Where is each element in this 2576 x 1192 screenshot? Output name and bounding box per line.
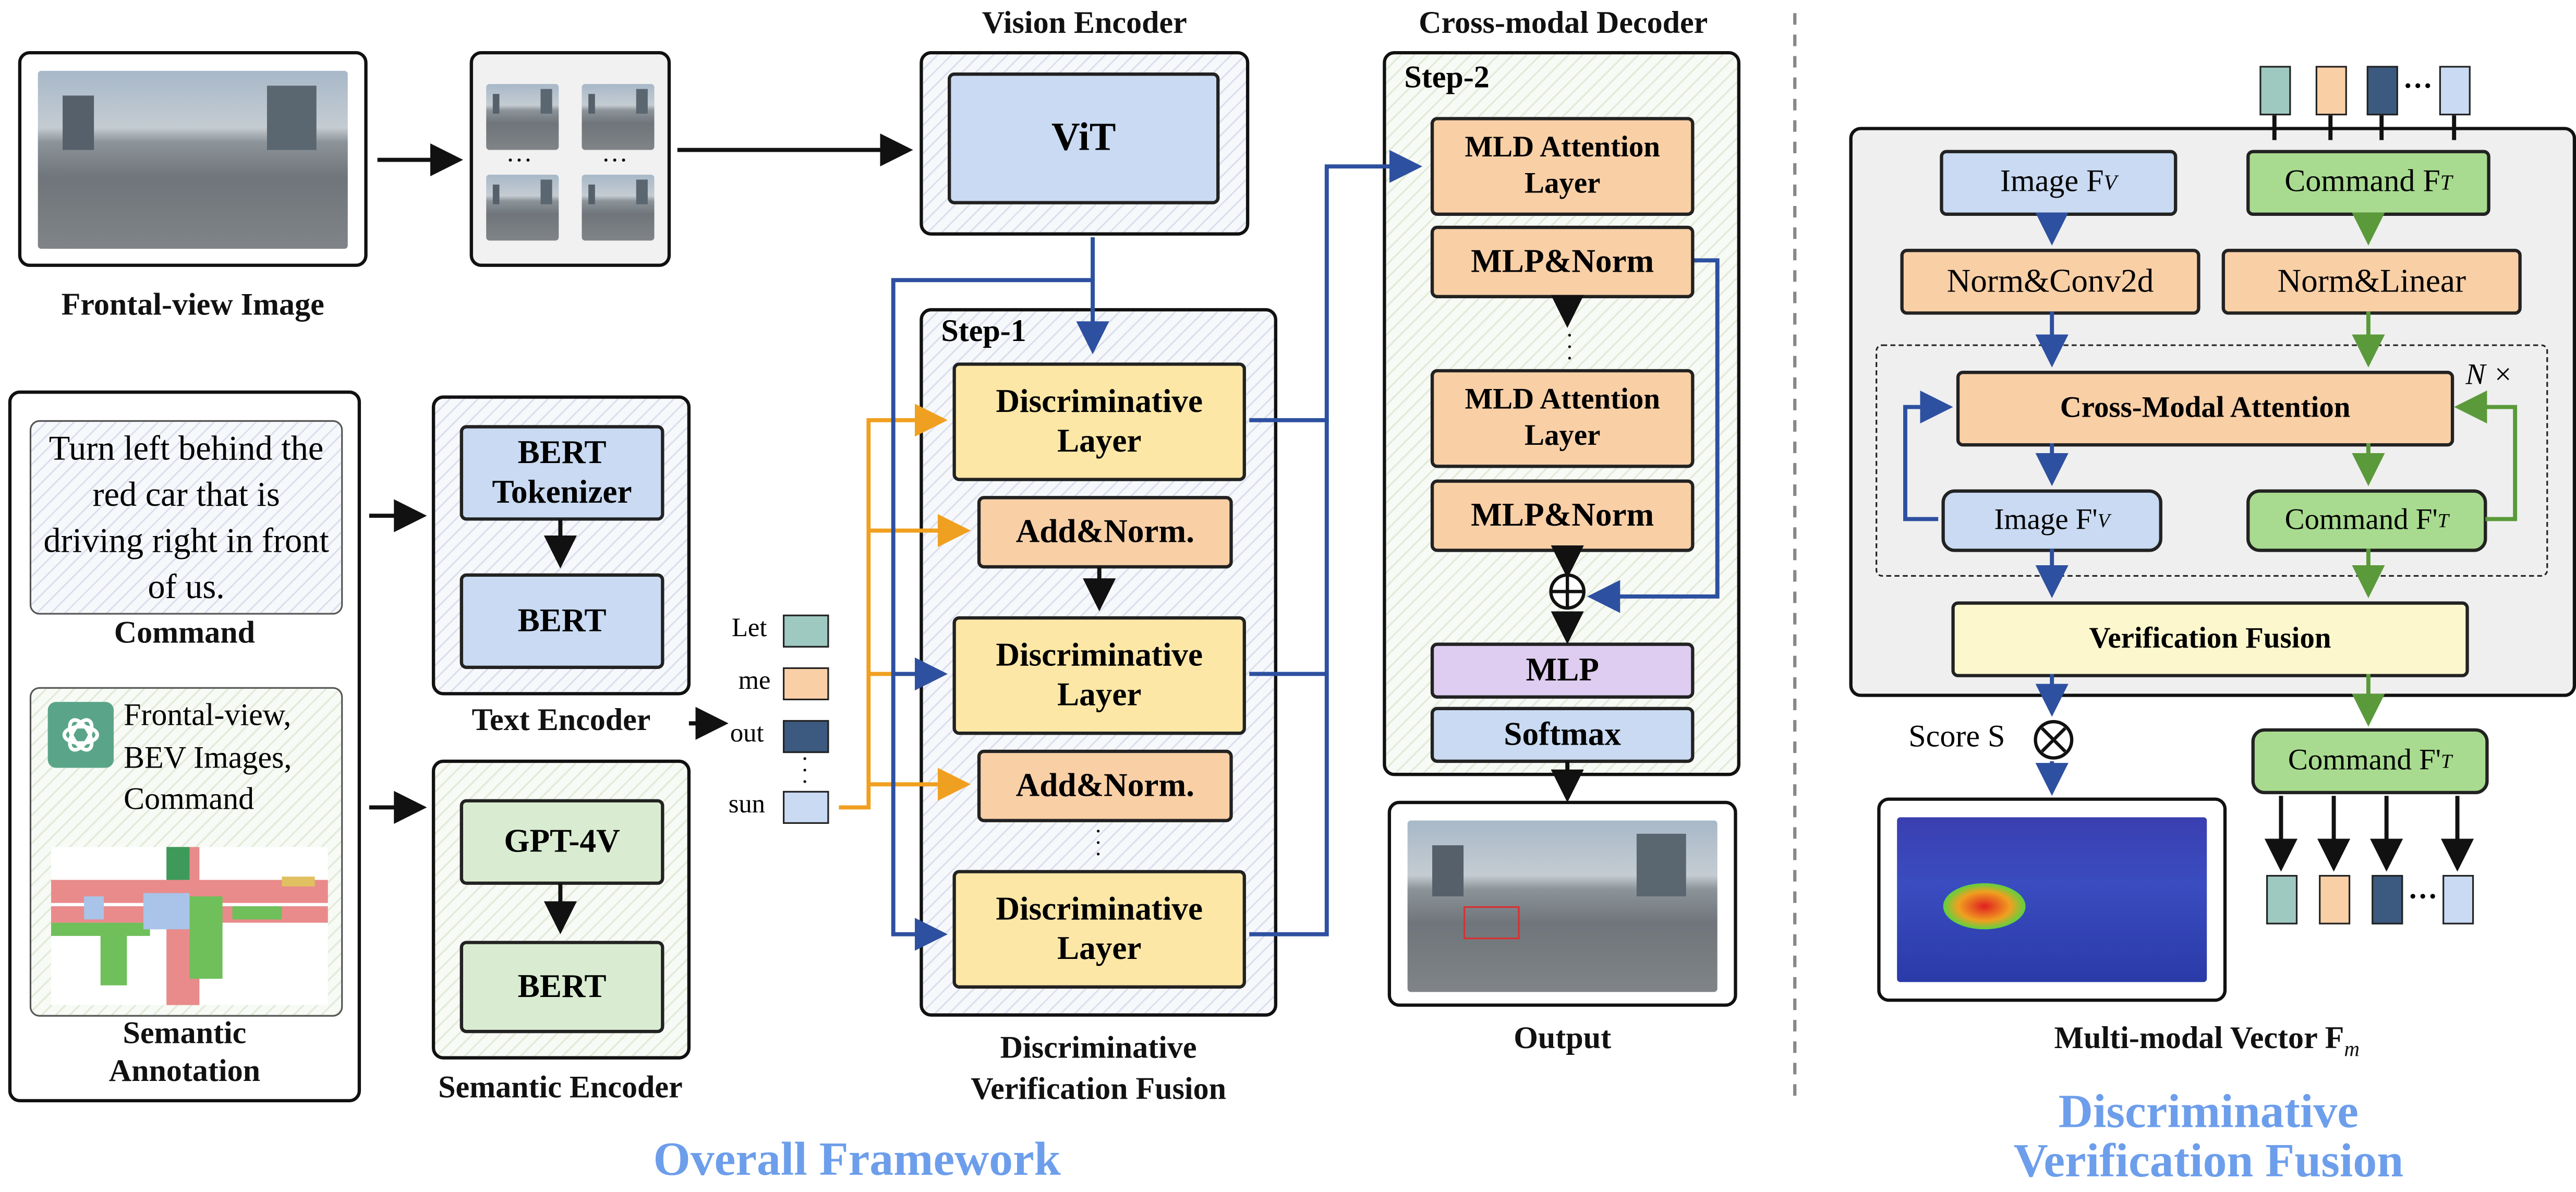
decoder-dots: ··· bbox=[1566, 324, 1574, 373]
openai-logo-icon bbox=[47, 702, 114, 768]
heatmap-image bbox=[1897, 817, 2207, 982]
discriminative-layer-1: Discriminative Layer bbox=[952, 362, 1246, 481]
token-sun-swatch bbox=[783, 790, 829, 824]
token-let-swatch bbox=[783, 614, 829, 648]
discriminative-layer-2: Discriminative Layer bbox=[952, 616, 1246, 735]
patch-image-2 bbox=[582, 84, 655, 150]
step1-label: Step-1 bbox=[941, 314, 1026, 349]
multiply-icon bbox=[2034, 720, 2074, 760]
semantic-box-text: Frontal-view, BEV Images, Command bbox=[124, 698, 292, 818]
bert-box-1: BERT bbox=[459, 573, 664, 669]
token-out-swatch bbox=[783, 720, 829, 753]
semantic-encoder-panel: GPT-4V BERT bbox=[431, 759, 691, 1060]
decoder-panel: Step-2 MLD Attention Layer MLP&Norm ··· … bbox=[1383, 51, 1740, 776]
image-fpv-box: Image F'V bbox=[1941, 489, 2162, 552]
top-token-4 bbox=[2439, 66, 2471, 116]
step1-panel: Step-1 Discriminative Layer Add&Norm. Di… bbox=[920, 308, 1277, 1017]
norm-conv-box: Norm&Conv2d bbox=[1900, 249, 2200, 315]
norm-linear-box: Norm&Linear bbox=[2221, 249, 2522, 315]
multimodal-label: Multi-modal Vector Fm bbox=[2054, 1021, 2360, 1061]
semantic-box: Frontal-view, BEV Images, Command bbox=[29, 687, 343, 1017]
token-label-me: me bbox=[738, 667, 771, 696]
output-image bbox=[1407, 820, 1718, 992]
n-times-label: N × bbox=[2465, 357, 2513, 391]
semantic-annotation-label: Semantic Annotation bbox=[108, 1016, 261, 1089]
patch-image-4 bbox=[582, 174, 655, 241]
frontal-view-image bbox=[38, 70, 348, 249]
frontal-view-label: Frontal-view Image bbox=[61, 288, 324, 323]
bottom-token-3 bbox=[2372, 874, 2403, 925]
heatmap-panel bbox=[1877, 797, 2227, 1002]
score-label: Score S bbox=[1908, 720, 2005, 755]
command-fpt-out-box: Command F'T bbox=[2251, 728, 2489, 795]
patch-dots-1: … bbox=[506, 140, 533, 168]
top-token-1 bbox=[2259, 66, 2291, 116]
top-token-2 bbox=[2315, 66, 2347, 116]
command-text: Turn left behind the red car that is dri… bbox=[43, 428, 329, 607]
patch-dots-2: … bbox=[601, 140, 628, 168]
step2-label: Step-2 bbox=[1404, 60, 1490, 96]
vision-encoder-label: Vision Encoder bbox=[982, 6, 1187, 42]
token-label-out: out bbox=[730, 720, 764, 748]
text-encoder-panel: BERT Tokenizer BERT bbox=[431, 395, 691, 696]
bottom-token-dots: ··· bbox=[2408, 880, 2438, 913]
mld-attention-1: MLD Attention Layer bbox=[1430, 117, 1695, 216]
bottom-token-1 bbox=[2266, 874, 2298, 925]
vision-encoder-panel: ViT bbox=[920, 51, 1250, 236]
add-norm-1: Add&Norm. bbox=[977, 496, 1233, 569]
dvf-label: Discriminative Verification Fusion bbox=[971, 1031, 1227, 1107]
token-label-let: Let bbox=[732, 614, 767, 643]
output-bbox bbox=[1464, 906, 1520, 940]
mld-attention-2: MLD Attention Layer bbox=[1430, 369, 1695, 468]
token-label-sun: sun bbox=[728, 790, 765, 819]
patch-image-1 bbox=[486, 84, 559, 150]
gpt4v-box: GPT-4V bbox=[459, 799, 664, 885]
patch-panel: … … bbox=[469, 51, 671, 267]
bert-tokenizer-box: BERT Tokenizer bbox=[459, 425, 664, 521]
cross-modal-attention-box: Cross-Modal Attention bbox=[1956, 371, 2454, 447]
patch-image-3 bbox=[486, 174, 559, 241]
output-panel bbox=[1387, 800, 1737, 1007]
command-box: Turn left behind the red car that is dri… bbox=[29, 420, 343, 615]
mlp-norm-1: MLP&Norm bbox=[1430, 225, 1695, 298]
verification-fusion-box: Verification Fusion bbox=[1951, 601, 2469, 677]
mlp-box: MLP bbox=[1430, 642, 1695, 699]
bottom-token-2 bbox=[2319, 874, 2351, 925]
top-token-dots: ··· bbox=[2403, 69, 2433, 102]
mlp-norm-2: MLP&Norm bbox=[1430, 479, 1695, 552]
token-dots: ··· bbox=[801, 748, 809, 796]
heatmap-hotspot bbox=[1943, 883, 2026, 930]
openai-knot-icon bbox=[62, 718, 99, 752]
command-fpt-box: Command F'T bbox=[2246, 489, 2487, 552]
n-times-box bbox=[1876, 344, 2548, 577]
overall-framework-title: Overall Framework bbox=[653, 1134, 1061, 1187]
semantic-encoder-label: Semantic Encoder bbox=[438, 1071, 683, 1106]
input-panel: Turn left behind the red car that is dri… bbox=[8, 390, 361, 1103]
bottom-token-4 bbox=[2442, 874, 2474, 925]
add-norm-2: Add&Norm. bbox=[977, 749, 1233, 822]
output-label: Output bbox=[1514, 1021, 1612, 1056]
command-label: Command bbox=[114, 616, 256, 651]
bev-semantic-map bbox=[51, 847, 328, 1005]
discriminative-layer-3: Discriminative Layer bbox=[952, 870, 1246, 989]
text-encoder-label: Text Encoder bbox=[471, 703, 651, 738]
decoder-label: Cross-modal Decoder bbox=[1419, 6, 1708, 42]
vit-box: ViT bbox=[948, 72, 1220, 204]
softmax-box: Softmax bbox=[1430, 707, 1695, 763]
bert-box-2: BERT bbox=[459, 941, 664, 1033]
top-token-3 bbox=[2366, 66, 2398, 116]
dvf-title: Discriminative Verification Fusion bbox=[2013, 1086, 2404, 1189]
step1-dots: ··· bbox=[1094, 820, 1103, 869]
token-me-swatch bbox=[783, 667, 829, 700]
frontal-view-panel bbox=[18, 51, 368, 267]
